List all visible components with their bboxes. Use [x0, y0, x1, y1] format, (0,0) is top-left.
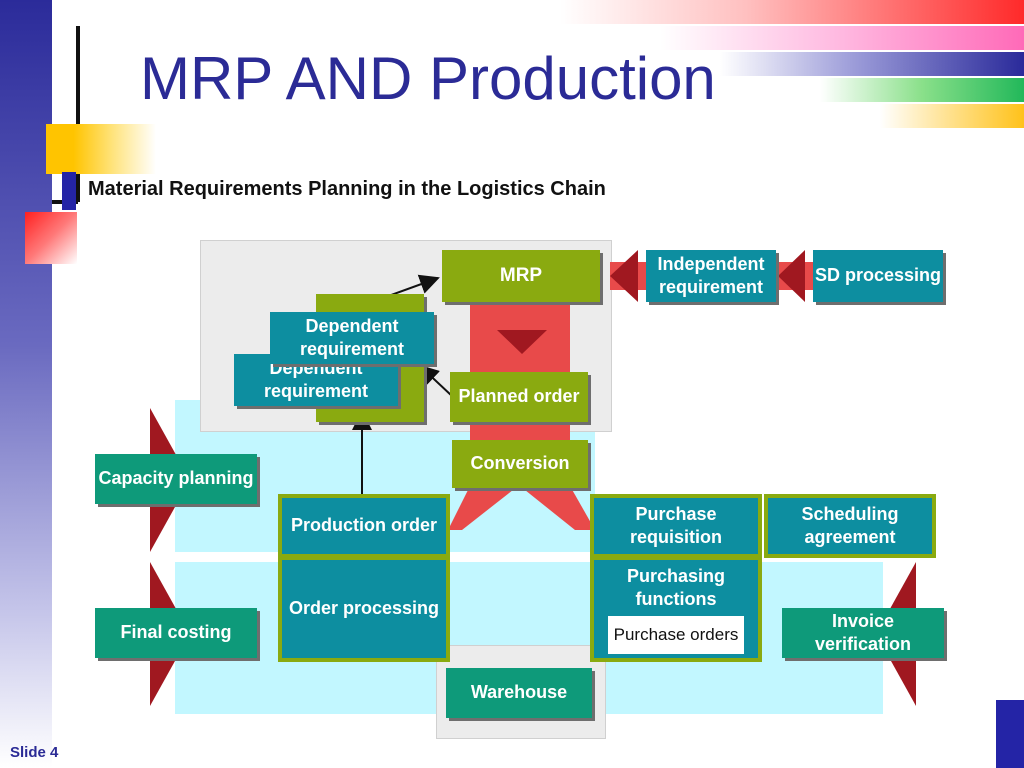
purchase-orders-box: Purchase orders — [608, 616, 744, 654]
production-order-box: Production order — [278, 494, 450, 558]
diagram-subtitle: Material Requirements Planning in the Lo… — [88, 178, 606, 200]
decor-vertical-line — [76, 26, 80, 202]
slide-number: Slide 4 — [10, 744, 59, 761]
red-flow-spread-right — [520, 486, 595, 530]
red-flow-down-triangle — [497, 330, 547, 354]
conversion-box: Conversion — [452, 440, 588, 488]
decor-corner-blue — [996, 700, 1024, 768]
sd-processing-box: SD processing — [813, 250, 943, 302]
planned-order-box: Planned order — [450, 372, 588, 422]
left-decor-strip — [0, 0, 52, 768]
sd-to-independent-arrowhead — [778, 250, 805, 302]
decor-bar-yellow — [880, 104, 1024, 128]
slide-title: MRP AND Production — [140, 45, 716, 112]
independent-requirement-box: Independent requirement — [646, 250, 776, 302]
decor-bar-pink — [660, 26, 1024, 50]
red-flow-spread-left — [448, 486, 518, 530]
order-processing-box: Order processing — [278, 556, 450, 662]
purchasing-functions-box: Purchasing functions Purchase orders — [590, 556, 762, 662]
decor-blue-square — [62, 172, 76, 210]
final-costing-box: Final costing — [95, 608, 257, 658]
decor-red-square — [25, 212, 77, 264]
purchase-requisition-box: Purchase requisition — [590, 494, 762, 558]
dependent-requirement-front-box: Dependent requirement — [270, 312, 434, 364]
capacity-planning-box: Capacity planning — [95, 454, 257, 504]
decor-yellow-square — [46, 124, 156, 174]
independent-to-mrp-arrowhead — [610, 250, 638, 302]
warehouse-box: Warehouse — [446, 668, 592, 718]
invoice-verification-box: Invoice verification — [782, 608, 944, 658]
decor-bar-red — [560, 0, 1024, 24]
purchasing-functions-label: Purchasing functions — [626, 565, 726, 609]
planned-order-to-dependent-arrow — [418, 364, 453, 397]
decor-bar-green — [820, 78, 1024, 102]
mrp-box: MRP — [442, 250, 600, 302]
scheduling-agreement-box: Scheduling agreement — [764, 494, 936, 558]
decor-bar-blue — [720, 52, 1024, 76]
